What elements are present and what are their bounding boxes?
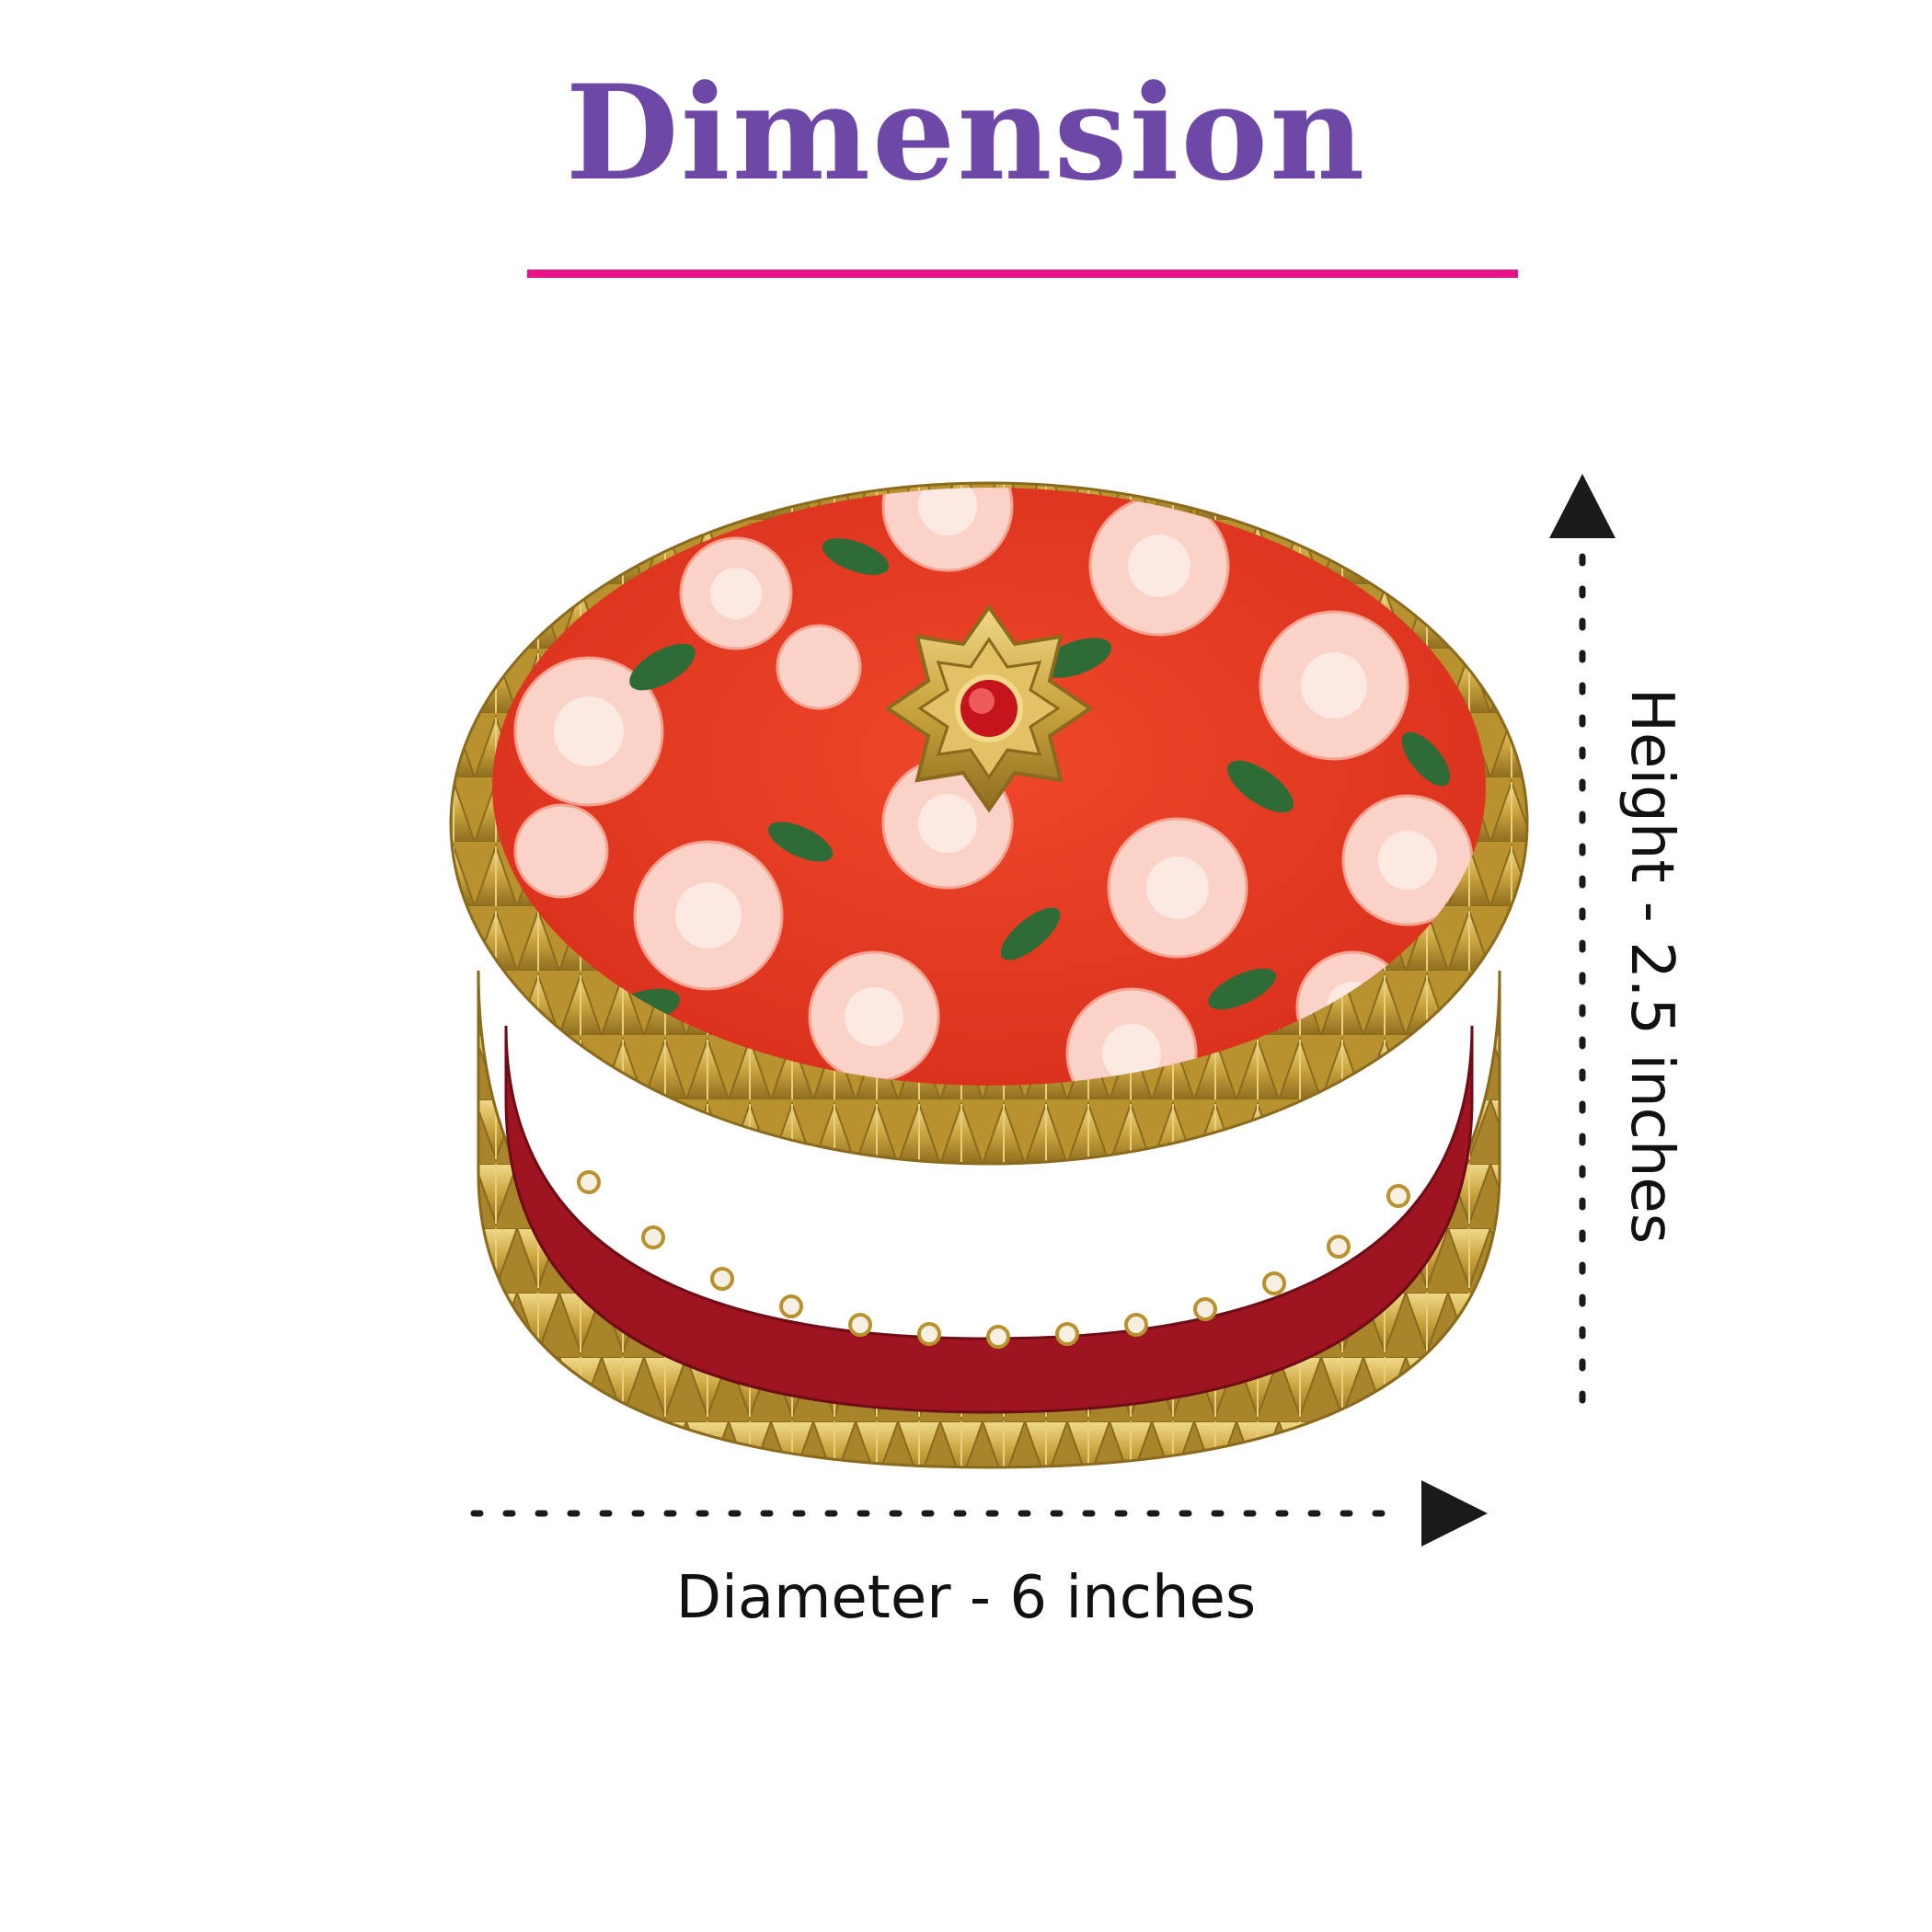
title-underline: [527, 270, 1518, 278]
page-title: Dimension: [565, 57, 1367, 210]
height-arrow: [1549, 474, 1616, 1425]
product-image: [449, 481, 1529, 1469]
diameter-arrow: [470, 1480, 1488, 1547]
diameter-label: Diameter - 6 inches: [675, 1564, 1257, 1632]
arrow-up-icon: [1549, 474, 1616, 538]
arrow-right-icon: [1421, 1480, 1488, 1547]
height-label: Height - 2.5 inches: [1617, 687, 1685, 1245]
